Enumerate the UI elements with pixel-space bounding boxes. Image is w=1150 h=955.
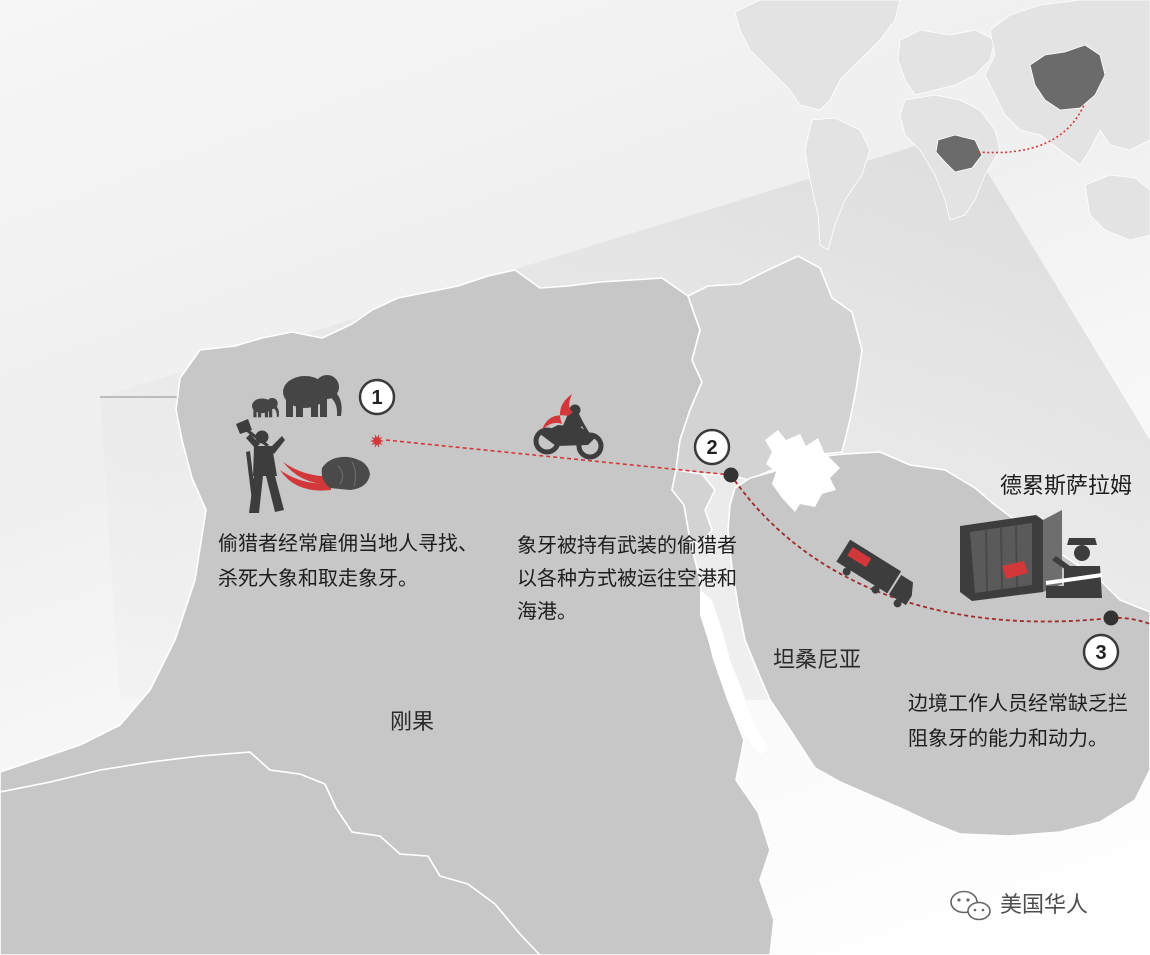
step-1-line: 偷猎者经常雇佣当地人寻找、 [218,533,478,555]
kill-site-marker-icon [370,434,384,448]
step-1-line: 杀死大象和取走象牙。 [218,568,418,590]
route-segment-2 [730,474,1150,625]
step-badge-3: 3 [1082,633,1120,671]
small-border-region [671,469,716,546]
route-segment-1 [385,439,732,476]
truck-icon [836,539,914,608]
tusk-icon [280,456,370,491]
world-highlight-destination [1029,44,1106,111]
step-3-line: 阻象牙的能力和动力。 [908,728,1108,750]
step-1-description: 偷猎者经常雇佣当地人寻找、 杀死大象和取走象牙。 [218,527,478,597]
step-number-2: 2 [706,437,717,459]
world-route-line [977,104,1085,154]
port-city-label: 德累斯萨拉姆 [1000,473,1133,498]
poacher-icon [236,419,285,513]
world-continent-south-america [804,117,871,251]
world-continent-australia [1084,174,1150,241]
step-2-line: 象牙被持有武装的偷猎者 [517,535,737,557]
step-2-description: 象牙被持有武装的偷猎者 以各种方式被运往空港和 海港。 [517,530,737,629]
shipping-container-icon [960,510,1062,601]
world-map-icon [734,0,1150,251]
route-node-3 [1103,610,1119,626]
wechat-icon [950,890,991,921]
lake-west [700,590,768,755]
country-label-tanzania: 坦桑尼亚 [773,647,862,672]
step-badge-2: 2 [693,428,731,466]
route-node-2 [723,467,739,483]
step-2-line: 海港。 [517,601,577,623]
motorcycle-icon [533,394,604,460]
watermark-text: 美国华人 [1000,892,1089,917]
step-3-line: 边境工作人员经常缺乏拦 [908,693,1128,715]
world-continent-north-america [734,0,901,111]
lake-north [765,430,840,512]
step-2-line: 以各种方式被运往空港和 [517,568,737,590]
customs-officer-icon [1045,538,1103,598]
step-badge-1: 1 [358,378,396,416]
step-number-3: 3 [1095,642,1106,664]
world-highlight-source [935,134,983,173]
country-label-congo: 刚果 [390,709,435,734]
step-number-1: 1 [371,387,382,409]
step-3-description: 边境工作人员经常缺乏拦 阻象牙的能力和动力。 [908,687,1128,757]
world-continent-europe [897,29,996,96]
